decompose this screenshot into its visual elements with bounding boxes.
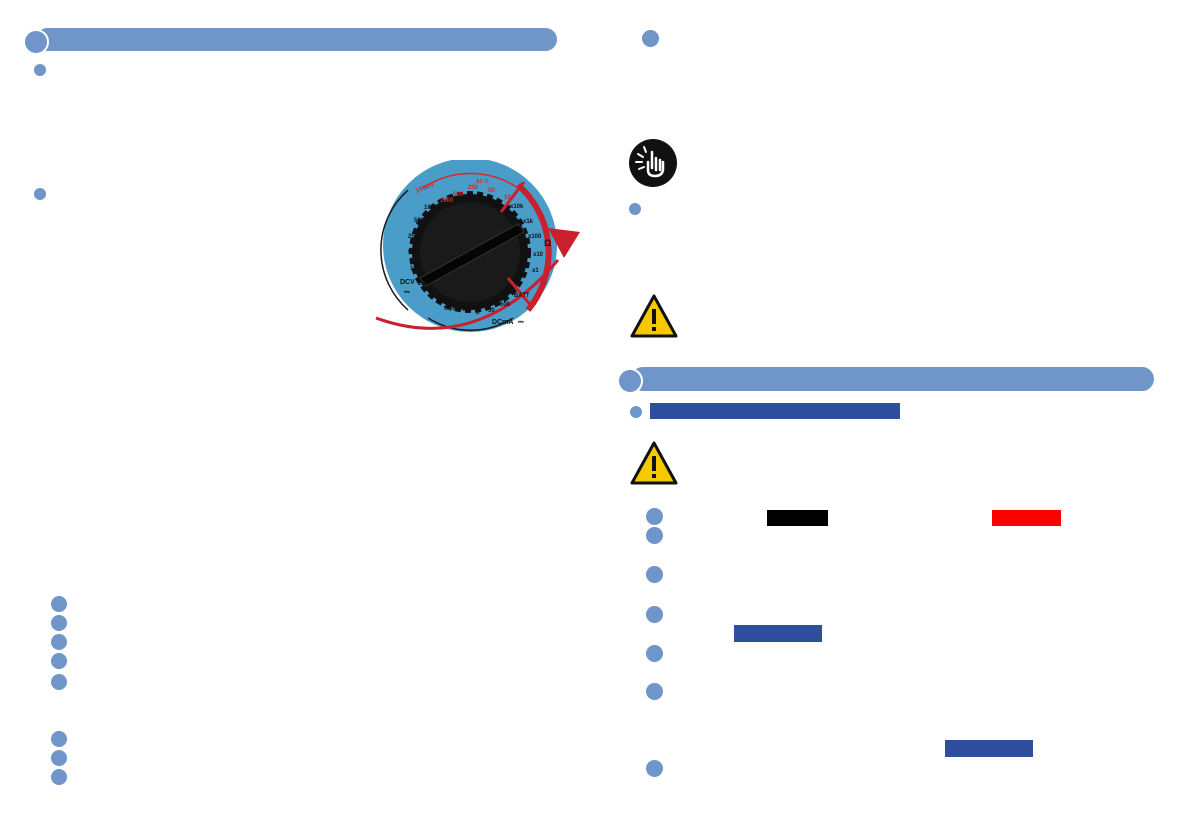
pointing-hand-icon	[629, 139, 677, 187]
numbered-bullet-3	[51, 634, 67, 650]
dial-highlight-sector	[516, 182, 552, 312]
numbered-bullet-7	[51, 750, 67, 766]
dial-label-acv: AC V	[476, 179, 489, 185]
dial-label-dcma-500: 500	[500, 302, 511, 308]
rotation-arrow-icon	[375, 259, 560, 330]
dial-label-x10k: x10k	[510, 204, 524, 210]
dial-label-small-1: 1	[430, 292, 433, 298]
dial-label-dcv-2-5: 2.5	[418, 281, 427, 287]
numbered-bullet-6	[646, 683, 663, 700]
dial-label-acv-50: 50	[488, 188, 495, 194]
numbered-bullet	[642, 30, 659, 47]
rotary-dial-illustration: 1000V 500 250 AC V 50 10 1000 1000 500 2…	[375, 160, 580, 332]
dial-sector-line	[499, 181, 526, 213]
dial-label-batt: BATT	[514, 293, 530, 299]
dial-label-acv-10: 10	[504, 195, 511, 201]
dial-label-dcv-1000: 1000	[424, 205, 438, 211]
dial-label-x1: x1	[532, 268, 539, 274]
highlighted-term	[650, 403, 900, 419]
dial-dcv-symbol: ⎓	[404, 289, 410, 296]
dial-label-dcv-500: 500	[414, 218, 425, 224]
numbered-bullet-3	[646, 566, 663, 583]
dial-label-dcma-50: 50	[488, 308, 495, 314]
dial-label-acv-1000: 1000	[440, 198, 454, 204]
dial-label-dcma-5: 5	[476, 310, 480, 316]
numbered-bullet-4	[51, 653, 67, 669]
numbered-bullet-2	[646, 527, 663, 544]
numbered-bullet-1	[646, 508, 663, 525]
dial-label-dcma-0-25: 0.25	[436, 298, 446, 304]
dial-label-dcma-0-5: 0.5	[462, 307, 471, 313]
dial-dcma-symbol: ⎓	[518, 319, 524, 326]
dial-label-x1k: x1k	[523, 219, 534, 225]
dial-label-x10: x10	[533, 252, 544, 258]
bullet-dot	[630, 406, 642, 418]
numbered-bullet-4	[646, 606, 663, 623]
highlighted-term	[734, 625, 822, 642]
dial-scale-arc-bottom	[427, 317, 514, 331]
bullet-dot	[34, 188, 46, 200]
black-lead-highlight	[767, 510, 828, 526]
section-number-badge	[617, 368, 643, 394]
bullet-dot	[629, 203, 641, 215]
dial-label-x100: x100	[528, 234, 542, 240]
highlighted-term	[945, 740, 1033, 757]
dial-label-dcma-50ua: 50μA	[444, 306, 457, 312]
numbered-bullet-1	[51, 596, 67, 612]
section-header-bar	[36, 28, 557, 51]
dial-ohm-symbol: Ω	[544, 238, 551, 248]
dial-label-dcv-10: 10	[410, 266, 417, 272]
dial-sector-line	[506, 277, 535, 309]
bullet-dot	[34, 64, 46, 76]
dial-label-acv-250: 250	[468, 185, 479, 191]
dial-label-dcv-250: 250	[408, 234, 419, 240]
warning-triangle-icon	[630, 441, 678, 485]
section-header-bar	[631, 367, 1154, 391]
dial-mode-dcv: DCV	[400, 279, 415, 286]
dial-label-acv-500: 500	[453, 192, 464, 198]
red-lead-highlight	[992, 510, 1061, 526]
dial-scale-arc-left	[380, 189, 409, 311]
numbered-bullet-6	[51, 731, 67, 747]
dial-scale-arc-top	[422, 172, 519, 189]
numbered-bullet-2	[51, 615, 67, 631]
dial-label-dcv-50: 50	[408, 250, 415, 256]
dial-pointer	[419, 223, 525, 287]
rotation-arrowhead-icon	[548, 228, 580, 258]
warning-triangle-icon	[630, 294, 678, 338]
numbered-bullet-7	[646, 760, 663, 777]
numbered-bullet-5	[646, 645, 663, 662]
section-number-badge	[23, 29, 49, 55]
dial-mode-dcma: DCmA	[492, 319, 513, 326]
numbered-bullet-8	[51, 769, 67, 785]
numbered-bullet-5	[51, 674, 67, 690]
